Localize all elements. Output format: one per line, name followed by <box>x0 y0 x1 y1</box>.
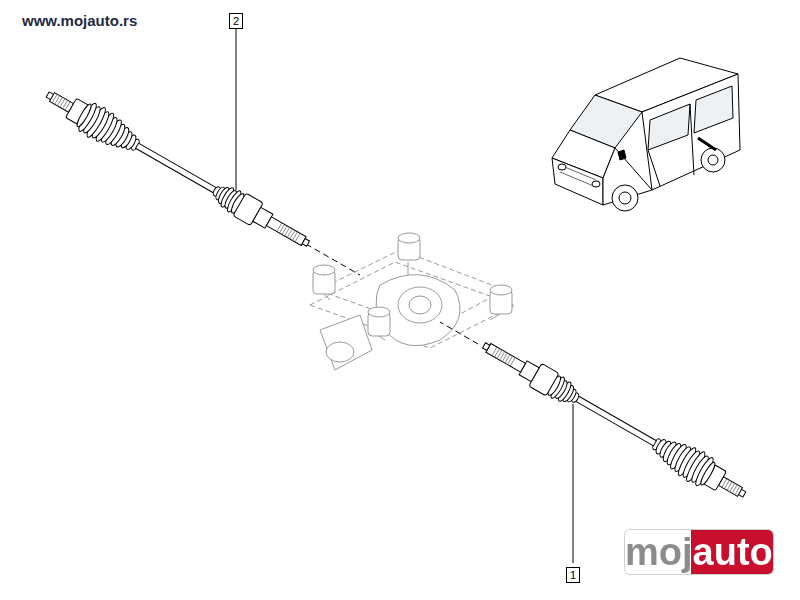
drive-shaft <box>39 80 316 259</box>
watermark-badge: mojauto <box>625 530 773 574</box>
callout-number-holder: 1 <box>566 565 580 583</box>
leader-line <box>573 404 574 563</box>
callout-number-holder: 2 <box>229 11 243 29</box>
drive-shaft <box>476 331 753 510</box>
site-url: www.mojauto.rs <box>22 12 137 30</box>
callout-number: 2 <box>229 13 243 29</box>
vehicle-icon <box>552 58 740 211</box>
assembly-line <box>440 322 478 344</box>
watermark: mojauto <box>625 530 773 574</box>
watermark-holder: mojauto <box>625 530 773 574</box>
site-url-holder: www.mojauto.rs <box>22 12 137 30</box>
callout-number: 1 <box>566 567 580 583</box>
assembly-line <box>306 244 360 275</box>
leader-line <box>236 29 237 190</box>
